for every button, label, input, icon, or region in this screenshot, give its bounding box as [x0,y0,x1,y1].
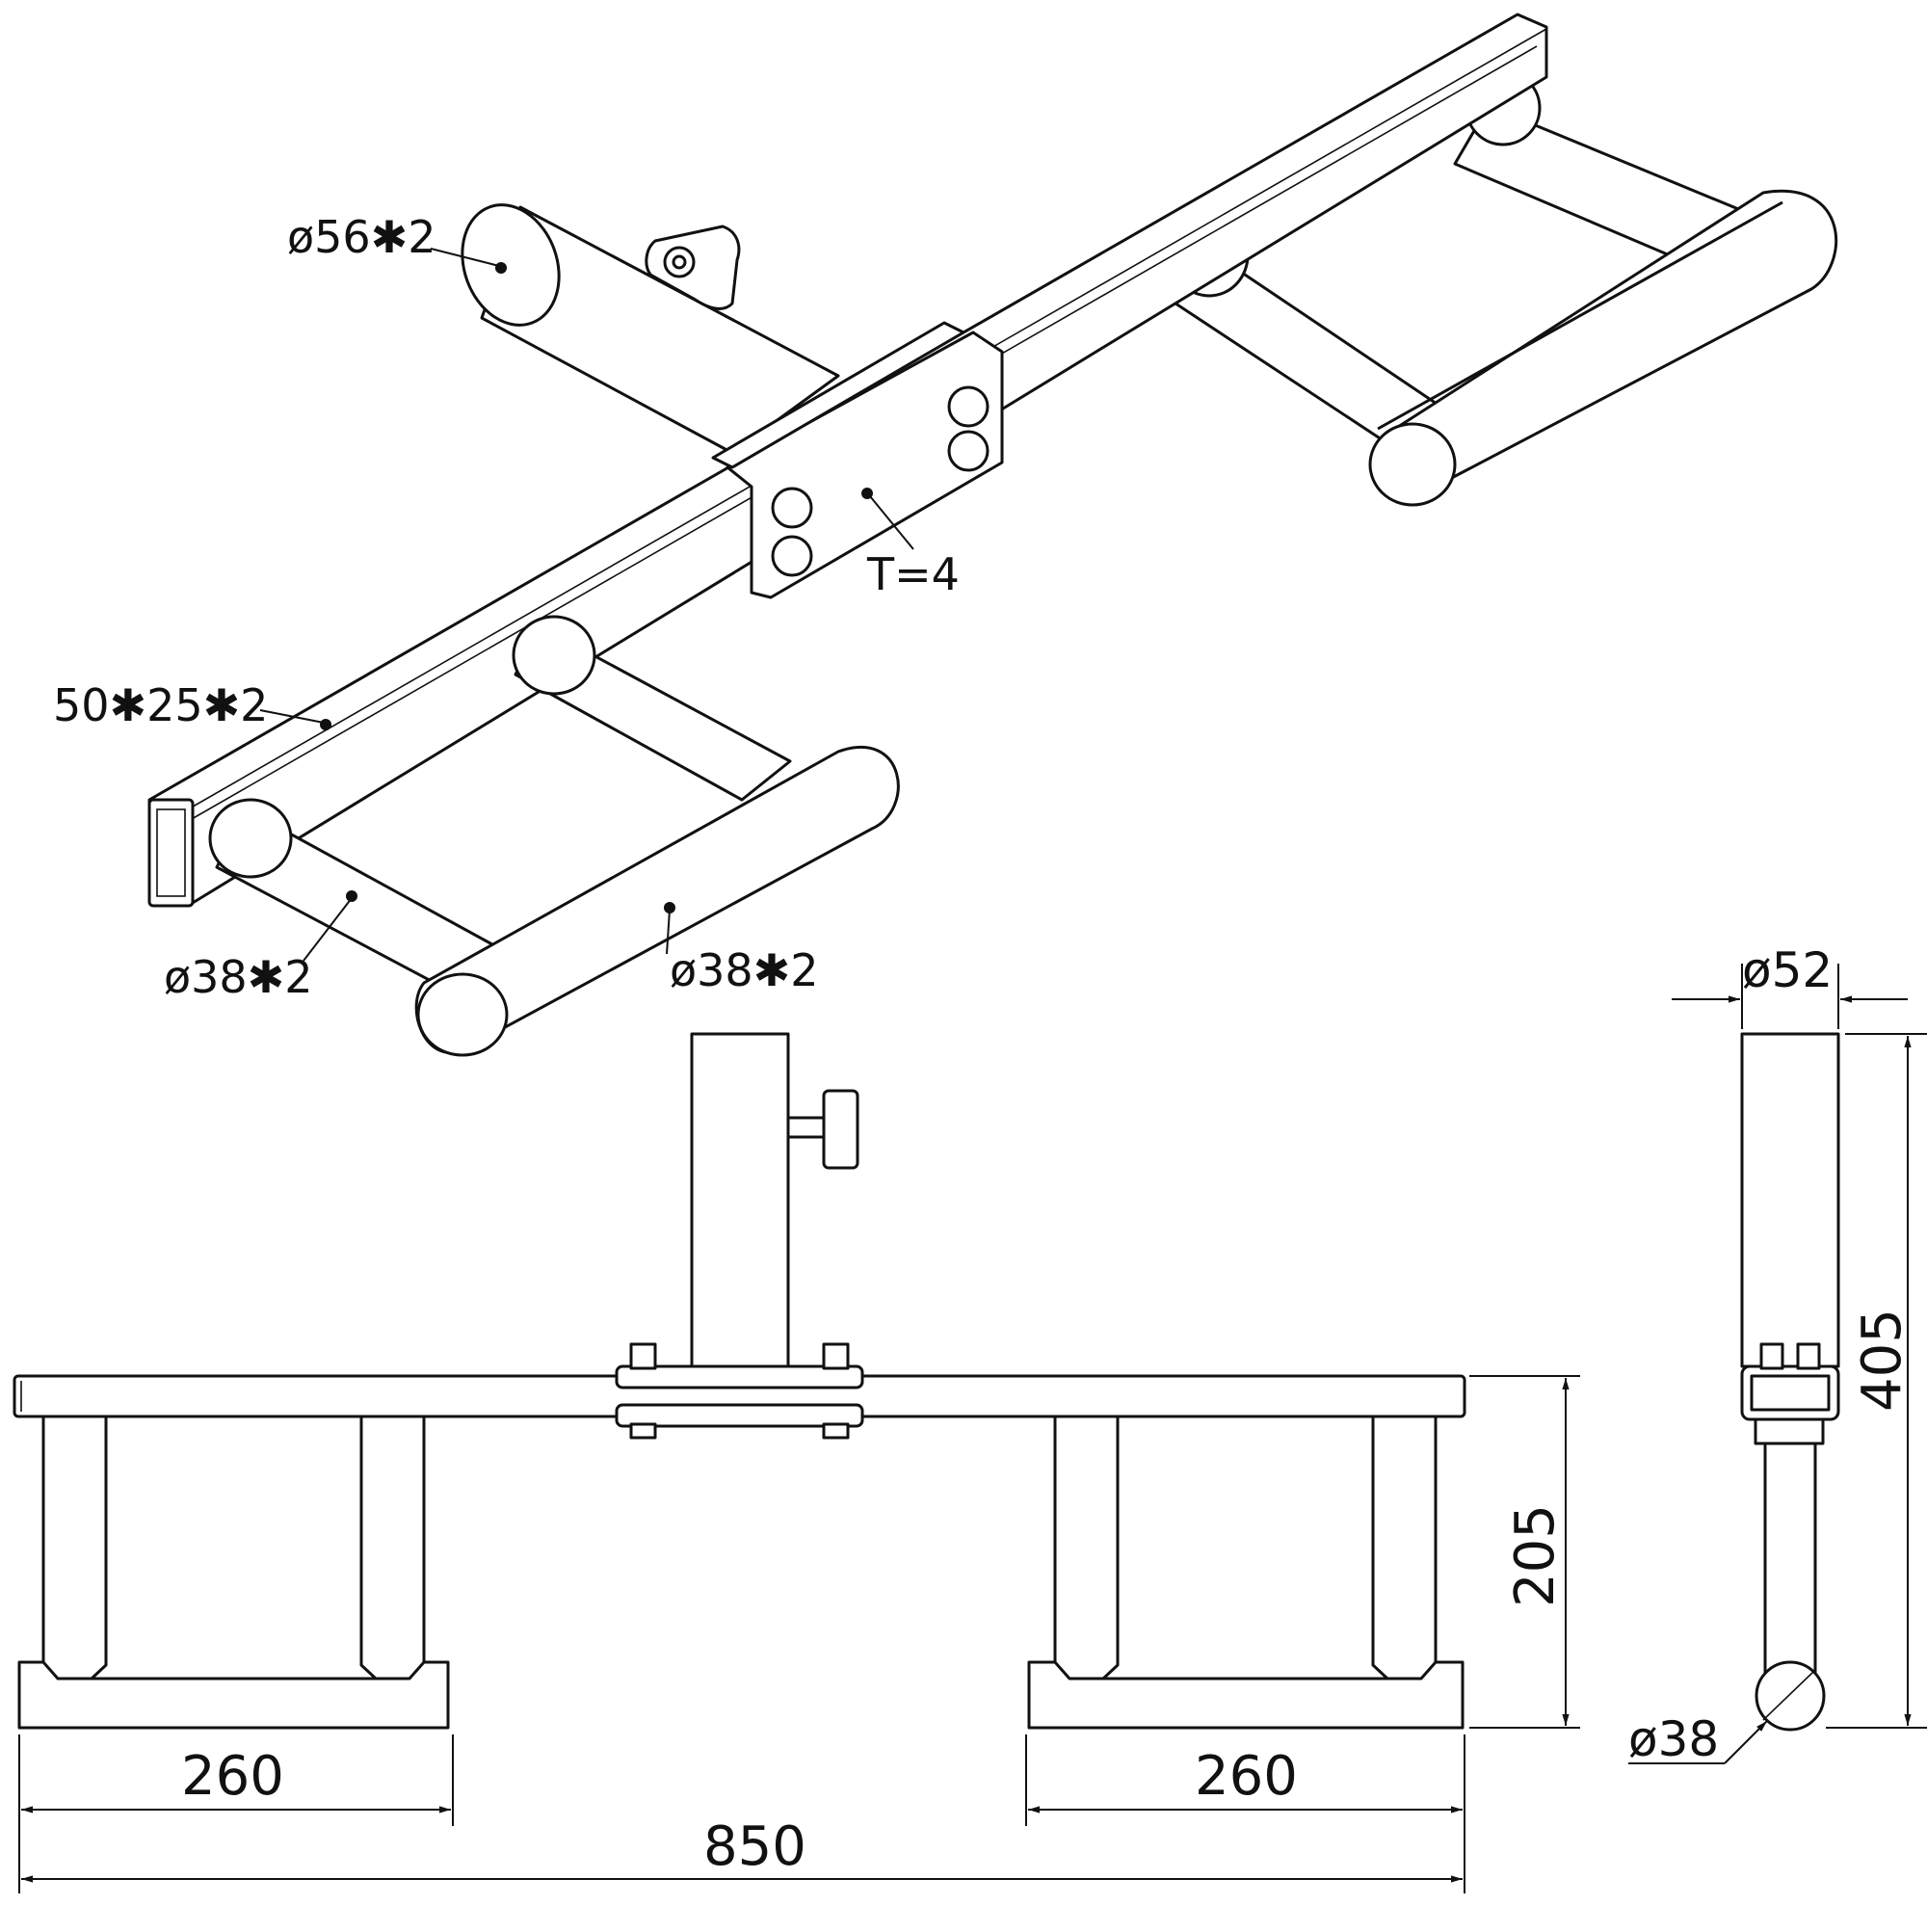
foot-tube [1755,1660,1826,1732]
dim-right-foot: 260 [1195,1745,1298,1808]
post [690,1032,790,1368]
front-view [13,1032,1466,1730]
side-post [1740,1032,1840,1368]
dimensions: 850 260 260 205 405 ø52 ø38 [18,942,1927,1893]
callout-handle-left: ø38✱2 [164,951,313,1003]
dim-front-height: 205 [1504,1504,1567,1607]
hub-tube [461,203,840,455]
dim-left-foot: 260 [181,1745,284,1808]
callout-handle-right: ø38✱2 [670,944,819,996]
dim-foot-diameter: ø38 [1628,1711,1719,1767]
side-view [1740,1032,1840,1732]
left-handle-assembly [208,615,900,1057]
dim-side-height: 405 [1851,1309,1914,1412]
dim-overall-length: 850 [703,1815,806,1878]
callout-hub-tube: ø56✱2 [287,211,436,263]
dim-side-diameter: ø52 [1742,942,1833,998]
callout-beam: 50✱25✱2 [53,679,268,731]
clamp-plate [711,321,1004,599]
right-handle-assembly [1159,69,1837,507]
knob-icon [822,1089,859,1170]
callout-plate: T=4 [866,548,960,600]
isometric-view: ø56✱2 T=4 50✱25✱2 ø38✱2 ø38✱2 [53,13,1837,1057]
